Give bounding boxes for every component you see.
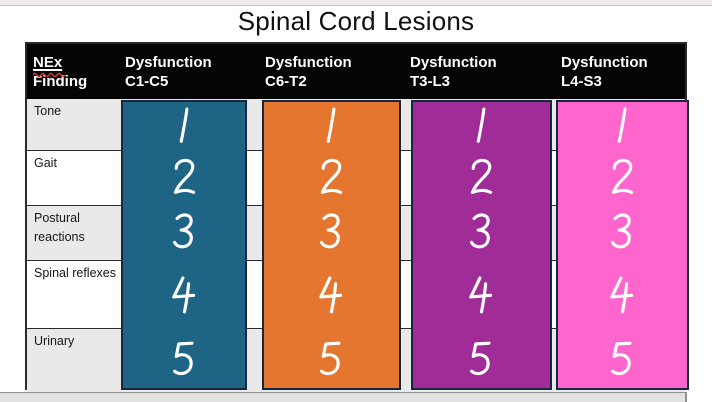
header-line1: Dysfunction [561,53,648,71]
header-line1: Dysfunction [265,53,352,71]
header-line2: L4-S3 [561,72,602,90]
header-line2: C1-C5 [125,72,169,90]
table-row: Gait [27,150,685,205]
finding-label: Finding [33,72,88,90]
spellcheck-squiggle-icon [33,72,65,77]
row-label: Gait [34,156,57,170]
table-row: Urinary [27,328,685,392]
header-line1: Dysfunction [125,53,212,71]
header-line1: Dysfunction [410,53,497,71]
window-bottom-edge [0,392,687,402]
column-header-nex-finding: NEx Finding [33,53,87,91]
window-top-edge [0,0,712,6]
row-label: Tone [34,104,62,118]
page-title: Spinal Cord Lesions [237,6,475,36]
table-row: Tone [27,99,685,150]
nex-label: NEx [33,53,63,71]
row-label: Spinal reflexes [34,266,116,280]
header-line2: C6-T2 [265,72,307,90]
table-row: Spinal reflexes [27,260,685,328]
header-line2: T3-L3 [410,72,451,90]
row-label: Urinary [34,334,75,348]
table-row: Postural reactions [27,205,685,260]
row-label: Postural reactions [34,211,85,244]
